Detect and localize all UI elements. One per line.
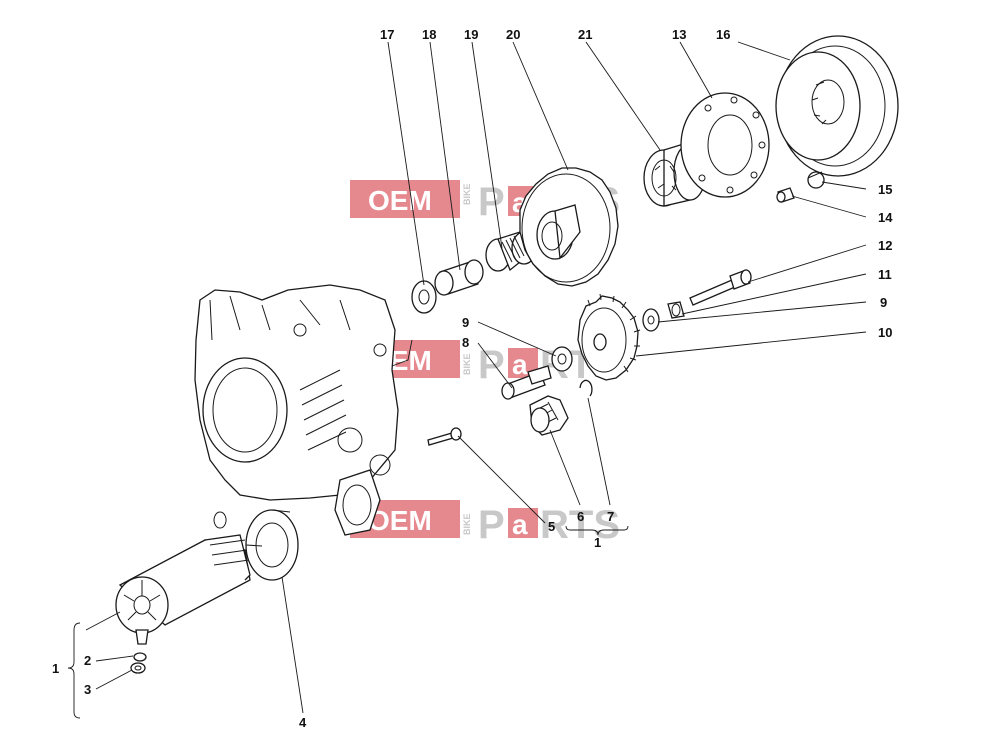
callout-8: 8 (462, 335, 469, 350)
washer-9-lower (551, 346, 573, 372)
watermark-bottom: OEM BIKE P a RTS (350, 500, 620, 547)
watermark-p-text: P (478, 180, 505, 224)
callout-16: 16 (716, 27, 730, 42)
engine-crankcase (194, 284, 399, 536)
callout-14: 14 (878, 210, 893, 225)
watermark-a-text: a (512, 509, 528, 540)
intermediate-gear-10 (577, 293, 641, 381)
callout-11: 11 (878, 267, 892, 282)
leader-lines (67, 41, 867, 719)
callout-17: 17 (380, 27, 394, 42)
callout-21: 21 (578, 27, 592, 42)
callout-12: 12 (878, 238, 892, 253)
callout-15: 15 (878, 182, 892, 197)
washer-17 (411, 280, 437, 314)
screw-5 (427, 427, 462, 446)
watermark-a-text: a (512, 349, 528, 380)
starter-flange-4 (245, 509, 299, 581)
callout-1-group: 1 (594, 535, 601, 550)
watermark-oem-text: OEM (368, 505, 432, 536)
callout-labels: 17 18 19 20 21 13 16 15 14 12 11 9 10 9 … (52, 27, 893, 730)
watermark-oem-text: OEM (368, 185, 432, 216)
watermark-p-text: P (478, 343, 505, 387)
callout-19: 19 (464, 27, 478, 42)
dowel-14 (776, 187, 795, 203)
bushing-18 (434, 259, 484, 296)
callout-20: 20 (506, 27, 520, 42)
starter-o-ring (213, 511, 227, 529)
callout-6: 6 (577, 509, 584, 524)
watermark-bike-text: BIKE (462, 353, 472, 375)
pinion-gear-6 (529, 395, 569, 436)
callout-5: 5 (548, 519, 555, 534)
callout-9-right: 9 (880, 295, 887, 310)
flange-13 (680, 92, 770, 198)
callout-10: 10 (878, 325, 892, 340)
watermark-p-text: P (478, 503, 505, 547)
callout-9-left: 9 (462, 315, 469, 330)
callout-4: 4 (299, 715, 307, 730)
watermark-bike-text: BIKE (462, 513, 472, 535)
callout-7: 7 (607, 509, 614, 524)
washer-9-upper (642, 308, 660, 332)
callout-13: 13 (672, 27, 686, 42)
o-ring-2 (133, 652, 147, 662)
callout-1-starter: 1 (52, 661, 59, 676)
lock-washer-11 (667, 301, 685, 319)
watermark-bike-text: BIKE (462, 183, 472, 205)
shaft-8 (501, 365, 552, 400)
circlip-7 (579, 379, 593, 397)
callout-18: 18 (422, 27, 436, 42)
starter-gear-20 (519, 167, 619, 287)
bolt-12 (689, 269, 752, 306)
flywheel-16 (775, 35, 899, 177)
nut-3 (130, 662, 146, 674)
callout-3: 3 (84, 682, 91, 697)
starter-motor (115, 534, 251, 645)
cap-15 (807, 171, 825, 189)
callout-2: 2 (84, 653, 91, 668)
watermark-rts-text: RTS (540, 503, 620, 547)
